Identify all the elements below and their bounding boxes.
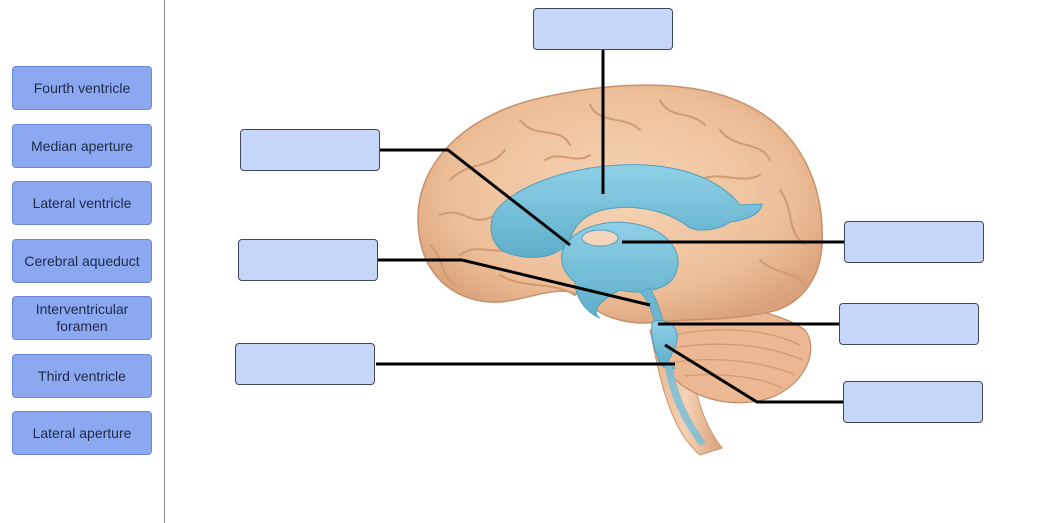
leader-line-3 bbox=[378, 258, 651, 307]
label-bank: Fourth ventricle Median aperture Lateral… bbox=[0, 0, 165, 523]
drop-target-right-1[interactable] bbox=[844, 221, 984, 263]
ventricular-system bbox=[490, 164, 763, 446]
label-chip-median-aperture[interactable]: Median aperture bbox=[12, 124, 152, 168]
drop-target-left-2[interactable] bbox=[238, 239, 378, 281]
label-chip-cerebral-aqueduct[interactable]: Cerebral aqueduct bbox=[12, 239, 152, 283]
drop-target-right-3[interactable] bbox=[843, 381, 983, 423]
third-ventricle-shape bbox=[561, 221, 679, 319]
drop-target-left-1[interactable] bbox=[240, 129, 380, 171]
lateral-ventricle-shape bbox=[490, 164, 763, 258]
label-chip-lateral-aperture[interactable]: Lateral aperture bbox=[12, 411, 152, 455]
leader-line-2 bbox=[380, 148, 571, 247]
leader-lines bbox=[376, 50, 845, 404]
label-chip-lateral-ventricle[interactable]: Lateral ventricle bbox=[12, 181, 152, 225]
drop-target-left-3[interactable] bbox=[235, 343, 375, 385]
label-chip-fourth-ventricle[interactable]: Fourth ventricle bbox=[12, 66, 152, 110]
label-chip-third-ventricle[interactable]: Third ventricle bbox=[12, 354, 152, 398]
leader-line-7 bbox=[664, 343, 844, 404]
drop-target-right-2[interactable] bbox=[839, 303, 979, 345]
central-canal-shape bbox=[664, 362, 706, 446]
label-chip-interventricular-foramen[interactable]: Interventricular foramen bbox=[12, 296, 152, 340]
drop-target-top[interactable] bbox=[533, 8, 673, 50]
